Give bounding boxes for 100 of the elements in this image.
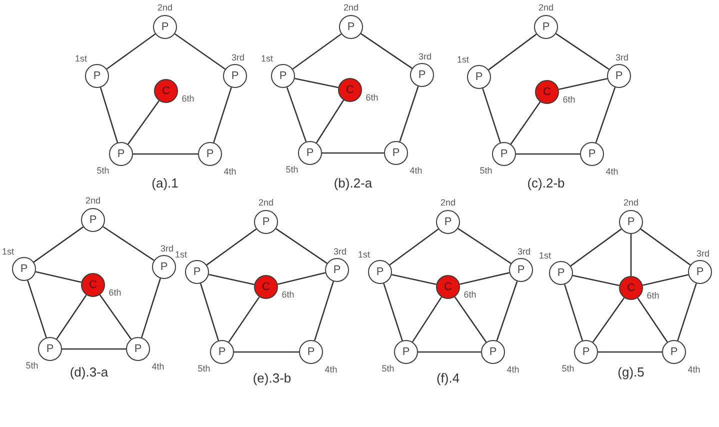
ordinal-label: 4th [324,366,338,374]
ordinal-label: 1st [261,54,273,64]
center-node-circle: C [154,79,178,103]
node-circle: P [223,64,247,88]
ordinal-label: 6th [562,96,576,104]
ordinal-label: 3rd [518,248,530,256]
node-circle: P [185,260,209,284]
connector-line [33,226,84,263]
ordinal-label: 2nd [343,4,359,12]
connector-line [564,284,583,341]
node-circle: P [607,64,631,88]
connector-line [637,298,668,342]
node-circle: P [619,210,643,234]
ordinal-label: 4th [152,362,164,372]
node-circle: P [126,337,150,361]
connector-line [234,351,299,353]
node-circle: P [152,255,176,279]
center-node-circle: C [338,78,362,102]
subfigure-caption: (d).3-a [70,366,108,378]
ordinal-label: 3rd [418,52,432,62]
node-circle: P [688,260,712,284]
node-circle: P [467,65,491,89]
connector-line [127,100,160,145]
connector-line [294,78,338,88]
ordinal-label: 5th [382,364,394,374]
connector-line [516,153,580,155]
node-circle: P [662,340,686,364]
ordinal-label: 4th [688,366,700,374]
ordinal-label: 5th [480,166,492,176]
ordinal-label: 4th [410,166,422,176]
ordinal-label: 1st [358,250,370,260]
subfigure-caption: (c).2-b [527,176,565,190]
center-node-circle: C [81,273,105,297]
node-circle: P [410,63,434,87]
ordinal-label: 3rd [616,54,628,62]
ordinal-label: 3rd [334,248,346,256]
ordinal-label: 1st [75,54,87,64]
connector-line [572,274,620,286]
ordinal-label: 2nd [440,198,456,208]
connector-line [558,78,608,90]
center-node-circle: C [619,276,643,300]
connector-line [292,33,342,70]
node-circle: P [38,337,62,361]
node-circle: P [210,340,234,364]
connector-line [208,274,254,286]
connector-line [458,228,512,264]
node-circle: P [368,260,392,284]
node-circle: P [492,142,516,166]
connector-line [482,88,501,143]
node-circle: P [85,64,109,88]
subfigure-caption: (a).1 [152,176,178,190]
node-circle: P [534,15,558,39]
node-circle: P [198,142,222,166]
connector-line [322,152,384,154]
connector-line [200,283,220,341]
connector-line [100,87,118,143]
ordinal-label: 6th [646,292,660,300]
connector-line [598,351,662,353]
ordinal-label: 2nd [258,198,274,208]
ordinal-label: 1st [539,252,551,260]
node-circle: P [339,15,363,39]
ordinal-label: 4th [606,168,618,176]
node-circle: P [153,15,177,39]
subfigure-caption: (g).5 [618,366,644,378]
ordinal-label: 5th [198,364,210,374]
connector-line [389,228,439,266]
ordinal-label: 6th [108,288,122,298]
connector-line [399,86,419,142]
connector-line [677,283,697,341]
ordinal-label: 5th [96,166,110,176]
connector-line [106,33,156,70]
connector-line [570,228,622,266]
connector-line [174,33,226,70]
node-circle: P [509,258,533,282]
connector-line [36,271,82,283]
ordinal-label: 5th [286,166,298,174]
connector-line [488,34,537,70]
subfigure-caption: (b).2-a [334,176,372,190]
connector-line [213,87,232,143]
ordinal-label: 6th [182,94,194,104]
ordinal-label: 1st [175,250,187,260]
subfigure-caption: (e).3-b [252,372,292,384]
connector-line [133,153,198,155]
node-circle: P [574,340,598,364]
connector-line [640,228,691,266]
connector-line [62,348,126,350]
node-circle: P [299,340,323,364]
connector-line [412,296,442,342]
connector-line [278,272,326,285]
connector-line [276,228,328,264]
connector-line [141,278,161,338]
connector-line [27,280,47,338]
node-circle: P [549,261,573,285]
ordinal-label: 3rd [696,250,710,258]
connector-line [642,274,688,286]
connector-line [595,87,616,143]
node-circle: P [325,258,349,282]
ordinal-label: 2nd [85,196,101,206]
ordinal-label: 3rd [232,54,244,62]
connector-line [206,228,257,266]
